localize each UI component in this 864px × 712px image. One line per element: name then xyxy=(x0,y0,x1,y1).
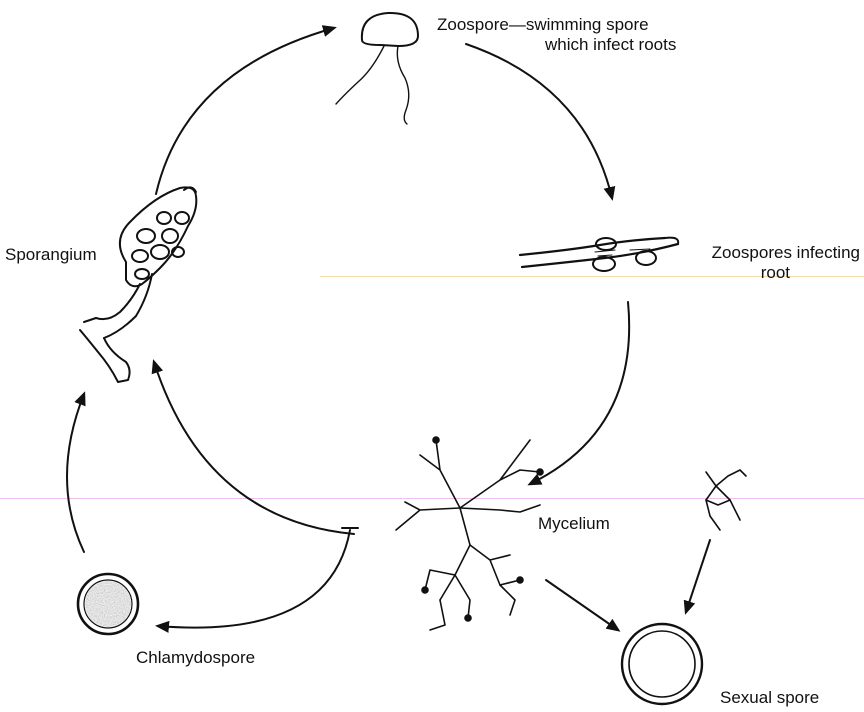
infecting-root-label-line2: root xyxy=(678,263,860,283)
sporangium-label: Sporangium xyxy=(5,245,97,265)
infecting-root-label: Zoospores infecting root xyxy=(678,243,860,283)
infected-root-illustration xyxy=(520,238,678,271)
arrow-mycelium-to-sexual-spore xyxy=(546,580,618,630)
sexual-spore-illustration xyxy=(622,624,702,704)
arrow-sporangium-to-zoospore xyxy=(156,28,334,194)
arrow-chlamydospore-to-sporangium xyxy=(67,394,84,552)
infecting-root-label-line1: Zoospores infecting xyxy=(678,243,860,263)
sporangium-illustration xyxy=(80,187,196,382)
arrow-zoospore-to-infecting-root xyxy=(466,44,612,198)
zoospore-illustration xyxy=(336,13,418,124)
chlamydospore-label: Chlamydospore xyxy=(136,648,255,668)
zoospore-label-line1: Zoospore—swimming spore xyxy=(437,15,676,35)
arrow-infecting-root-to-mycelium xyxy=(530,302,629,484)
mycelium-illustration xyxy=(396,437,543,630)
zoospore-label: Zoospore—swimming spore which infect roo… xyxy=(437,15,676,55)
mycelium-fragment-illustration xyxy=(706,470,746,530)
mycelium-label: Mycelium xyxy=(538,514,610,534)
arrow-mycelium-to-chlamydospore xyxy=(158,530,350,628)
arrow-fragment-to-sexual-spore xyxy=(686,540,710,612)
arrow-mycelium-to-sporangium xyxy=(154,362,354,534)
sexual-spore-label: Sexual spore xyxy=(720,688,819,708)
zoospore-label-line2: which infect roots xyxy=(437,35,676,55)
